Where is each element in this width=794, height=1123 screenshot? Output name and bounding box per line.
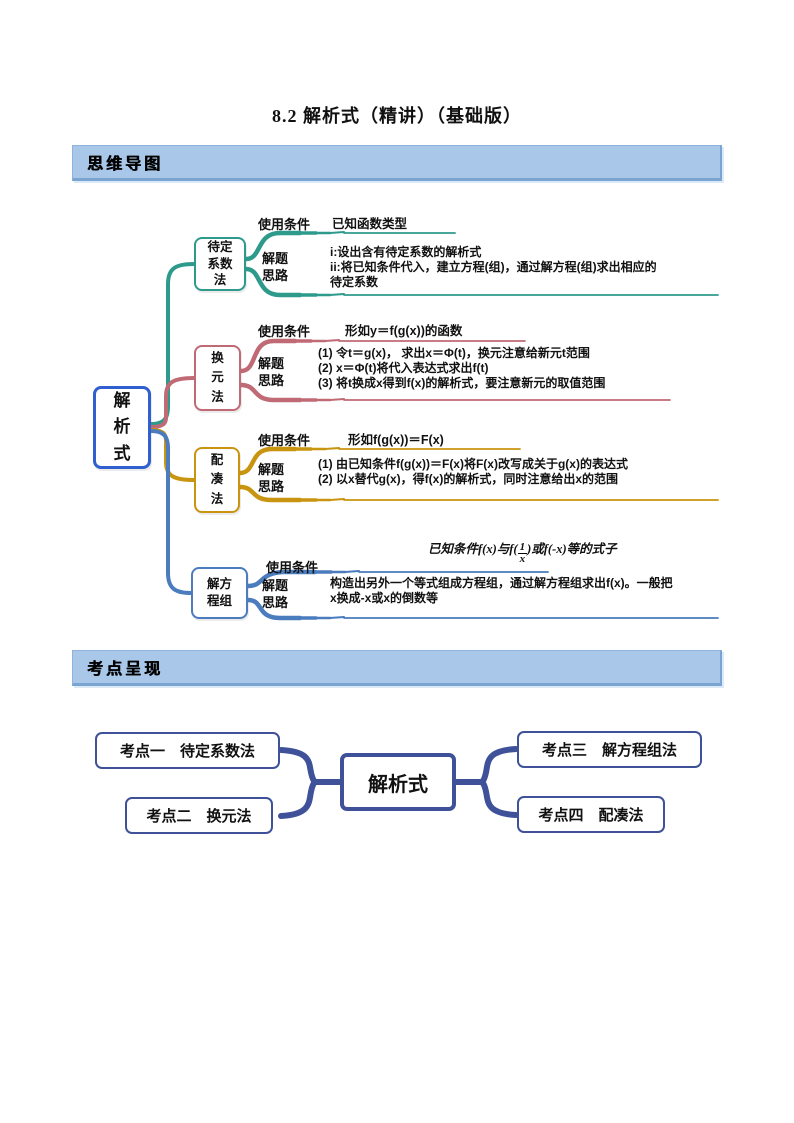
kaodian-node-2: 考点二 换元法 xyxy=(125,797,273,834)
condition-label: 使用条件 xyxy=(266,560,319,575)
idea-text: 构造出另外一个等式组成方程组，通过解方程组求出f(x)。一般把 x换成-x或x的… xyxy=(330,576,673,605)
condition-text-prefix: 已知条件f(x)与f( xyxy=(428,542,518,556)
kaodian-root-node: 解析式 xyxy=(340,753,456,811)
kaodian-node-4: 考点四 配凑法 xyxy=(517,796,665,833)
idea-text: (1) 由已知条件f(g(x))＝F(x)将F(x)改写成关于g(x)的表达式 … xyxy=(318,457,628,486)
branch-box-peicou-fa: 配 凑 法 xyxy=(194,447,240,513)
condition-text-suffix: )或f(-x)等的式子 xyxy=(527,542,617,556)
idea-label: 解题 思路 xyxy=(258,462,285,494)
mindmap-root-node: 解 析 式 xyxy=(93,386,151,469)
condition-label: 使用条件 xyxy=(258,433,311,448)
section-banner-mindmap: 思维导图 xyxy=(72,145,722,181)
section-banner-kaodian: 考点呈现 xyxy=(72,650,722,686)
condition-label: 使用条件 xyxy=(258,217,311,232)
branch-box-jiefangchengzu: 解方 程组 xyxy=(191,567,248,619)
banner-kaodian-label: 考点呈现 xyxy=(87,661,164,678)
idea-text: i:设出含有待定系数的解析式 ii:将已知条件代入，建立方程(组)，通过解方程(… xyxy=(330,245,657,289)
condition-text: 形如f(g(x))＝F(x) xyxy=(348,433,444,447)
branch-box-daiding-xishu-fa: 待定 系数 法 xyxy=(194,237,246,291)
banner-mindmap-label: 思维导图 xyxy=(87,156,164,173)
kaodian-node-1: 考点一 待定系数法 xyxy=(95,732,280,769)
idea-text: (1) 令t＝g(x)， 求出x＝Φ(t)，换元注意给新元t范围 (2) x＝Φ… xyxy=(318,346,606,390)
kaodian-node-3: 考点三 解方程组法 xyxy=(517,731,702,768)
idea-label: 解题 思路 xyxy=(258,356,285,388)
condition-label: 使用条件 xyxy=(258,324,311,339)
page-title: 8.2 解析式（精讲）（基础版） xyxy=(272,106,522,126)
branch-box-huanyuan-fa: 换 元 法 xyxy=(194,345,241,411)
condition-text: 已知函数类型 xyxy=(332,217,408,231)
idea-label: 解题 思路 xyxy=(262,251,289,283)
condition-text: 形如y＝f(g(x))的函数 xyxy=(345,324,463,338)
idea-label: 解题 思路 xyxy=(262,578,289,610)
